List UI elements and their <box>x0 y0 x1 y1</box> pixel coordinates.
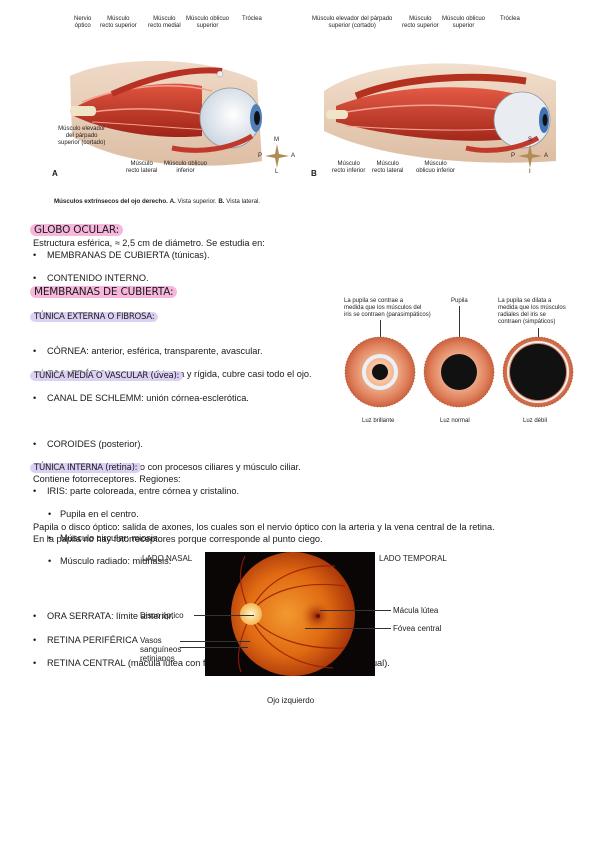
pupil-normal <box>423 336 495 408</box>
caption-b: B. <box>218 198 225 205</box>
fundus-photo <box>205 552 375 676</box>
fundus-temporal-label: LADO TEMPORAL <box>379 554 447 563</box>
compass-b-w: P <box>511 153 516 159</box>
fundus-macula-label: Mácula lútea <box>393 606 439 615</box>
muscles-panel-b-illustration <box>324 63 556 163</box>
externa-item: CANAL DE SCHLEMM: unión córnea-escleróti… <box>33 393 599 405</box>
compass-b-e: A <box>544 153 549 159</box>
pupil-label-pupila: Pupila <box>451 298 468 304</box>
compass-b-s: I <box>529 169 531 175</box>
label-b-inferior-oblique: Músculo oblicuo inferior <box>416 161 456 174</box>
pupil-eyes-illustration <box>344 336 574 408</box>
globo-intro: Estructura esférica, ≈ 2,5 cm de diámetr… <box>33 238 265 248</box>
media-subitem: Músculo circular: miosis. <box>33 533 599 545</box>
externa-title: TÚNICA EXTERNA O FIBROSA: <box>30 311 159 323</box>
compass-a-e: A <box>291 153 296 159</box>
caption-b-text: Vista lateral. <box>224 198 261 205</box>
interna-item: ORA SERRATA: límite anterior. <box>33 611 599 623</box>
papila-line-2: En la papila no hay fotorreceptores porq… <box>33 534 323 544</box>
interna-intro: Contiene fotorreceptores. Regiones: <box>33 474 181 484</box>
fundus-leader <box>194 615 254 616</box>
pupil-dim <box>502 336 574 408</box>
pupil-figure: La pupila se contrae a medida que los mú… <box>340 296 580 431</box>
panel-b-letter: B <box>311 169 317 178</box>
interna-title: TÚNICA INTERNA (retina): <box>30 462 142 474</box>
fundus-leader <box>180 647 248 648</box>
label-a-superior-rectus: Músculo recto superior <box>100 16 137 29</box>
compass-b-n: S <box>528 137 533 143</box>
pupil-label-contract: La pupila se contrae a medida que los mú… <box>344 298 431 318</box>
label-b-lateral-rectus: Músculo recto lateral <box>372 161 404 174</box>
globo-title-text: GLOBO OCULAR: <box>30 224 123 236</box>
label-a-medial-rectus: Músculo recto medial <box>148 16 181 29</box>
compass-b: S I P A <box>511 137 549 175</box>
panel-a-letter: A <box>52 169 58 178</box>
fundus-retina-illustration <box>231 552 355 676</box>
fundus-leader <box>320 610 391 611</box>
caption-a: A. <box>169 198 176 205</box>
label-b-levator: Músculo elevador del párpado superior (c… <box>312 16 393 29</box>
muscles-caption: Músculos extrínsecos del ojo derecho. A.… <box>54 198 260 205</box>
membranas-title: MEMBRANAS DE CUBIERTA: <box>30 286 178 298</box>
globo-title: GLOBO OCULAR: <box>30 224 123 236</box>
label-b-superior-rectus: Músculo recto superior <box>402 16 439 29</box>
label-a-levator: Músculo elevador del párpado superior (c… <box>58 126 106 146</box>
label-a-inferior-oblique: Músculo oblicuo inferior <box>164 161 208 174</box>
label-b-trochlea: Tróclea <box>500 16 520 22</box>
media-title-text: TÚNICA MEDIA O VASCULAR (úvea): <box>30 371 184 381</box>
globo-item: MEMBRANAS DE CUBIERTA (túnicas). <box>33 250 599 262</box>
fundus-caption: Ojo izquierdo <box>267 696 315 705</box>
media-item: IRIS: parte coloreada, entre córnea y cr… <box>33 486 599 498</box>
label-a-superior-oblique: Músculo oblicuo superior <box>186 16 230 29</box>
globo-item: CONTENIDO INTERNO. <box>33 273 599 285</box>
fundus-disco-label: Disco óptico <box>140 611 184 620</box>
compass-a-w: P <box>258 153 263 159</box>
pupil-caption-normal: Luz normal <box>440 418 470 424</box>
media-subitem: Pupila en el centro. <box>33 509 599 521</box>
label-a-nerve: Nervio óptico <box>74 16 92 29</box>
compass-b-star-icon <box>518 144 542 168</box>
compass-a-n: M <box>274 137 279 143</box>
media-subitem: Músculo radiado: midriasis. <box>33 556 599 568</box>
pupil-label-dilate: La pupila se dilata a medida que los mús… <box>498 298 566 325</box>
interna-title-text: TÚNICA INTERNA (retina): <box>30 463 142 473</box>
pupil-caption-bright: Luz brillante <box>362 418 395 424</box>
media-item: COROIDES (posterior). <box>33 439 599 451</box>
pupil-caption-dim: Luz débil <box>523 418 548 424</box>
fundus-figure: LADO NASAL LADO TEMPORAL Disco óptico Va… <box>130 548 470 713</box>
caption-a-text: Vista superior. <box>175 198 217 205</box>
papila-line-1: Papila o disco óptico: salida de axones,… <box>33 522 495 532</box>
media-title: TÚNICA MEDIA O VASCULAR (úvea): <box>30 370 184 382</box>
fundus-nasal-label: LADO NASAL <box>142 554 193 563</box>
membranas-title-text: MEMBRANAS DE CUBIERTA: <box>30 286 178 298</box>
externa-item: CÓRNEA: anterior, esférica, transparente… <box>33 346 599 358</box>
fundus-leader <box>180 641 250 642</box>
muscles-figure: Nervio óptico Músculo recto superior Mús… <box>52 14 556 214</box>
label-a-lateral-rectus: Músculo recto lateral <box>126 161 158 174</box>
label-a-trochlea: Tróclea <box>242 16 262 22</box>
fundus-leader <box>305 628 391 629</box>
fundus-vasos-label: Vasos sanguíneos retinianos <box>140 636 182 663</box>
caption-bold: Músculos extrínsecos del ojo derecho. <box>54 198 168 205</box>
pupil-bright <box>344 336 416 408</box>
externa-title-text: TÚNICA EXTERNA O FIBROSA: <box>30 312 159 322</box>
compass-a-s: L <box>275 169 279 175</box>
muscles-panel-a-illustration <box>70 60 262 166</box>
label-b-superior-oblique: Músculo oblicuo superior <box>442 16 486 29</box>
compass-a-star-icon <box>265 144 289 168</box>
label-b-inferior-rectus: Músculo recto inferior <box>332 161 366 174</box>
interna-item: RETINA PERIFÉRICA <box>33 635 599 647</box>
compass-a: M L P A <box>258 137 296 175</box>
fundus-fovea-label: Fóvea central <box>393 624 442 633</box>
